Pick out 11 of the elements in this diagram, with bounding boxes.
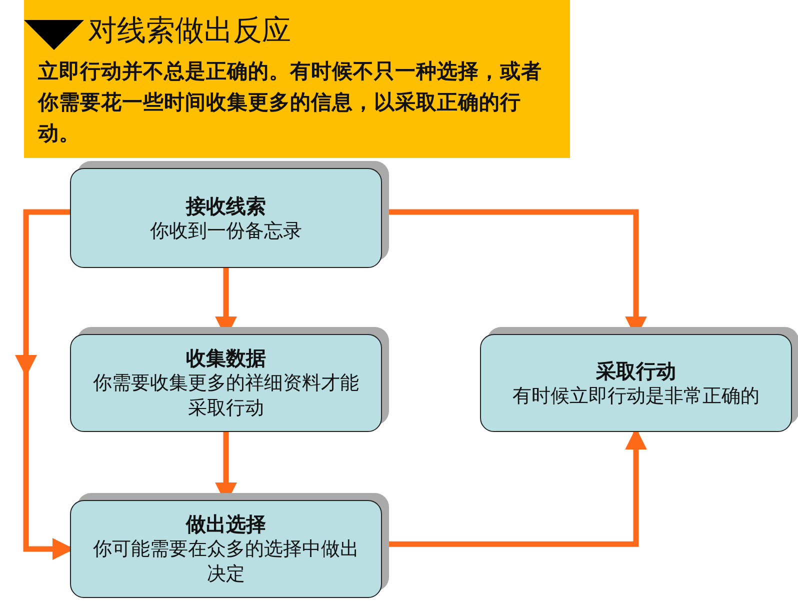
box-text: 你需要收集更多的祥细资料才能采取行动 — [92, 371, 360, 421]
box-text: 有时候立即行动是非常正确的 — [512, 384, 760, 408]
box-title: 接收线索 — [184, 192, 267, 218]
body-text: 立即行动并不总是正确的。有时候不只一种选择，或者你需要花一些时间收集更多的信息，以采取正确的行动。 — [38, 58, 543, 147]
box-text: 你收到一份备忘录 — [149, 218, 303, 244]
box-title: 收集数据 — [185, 345, 267, 371]
heading: 对线索做出反应 — [88, 12, 291, 48]
box-title: 采取行动 — [595, 358, 677, 384]
box-title: 做出选择 — [184, 511, 267, 537]
box-text: 你可能需要在众多的选择中做出决定 — [92, 537, 360, 587]
header-band — [24, 0, 570, 158]
